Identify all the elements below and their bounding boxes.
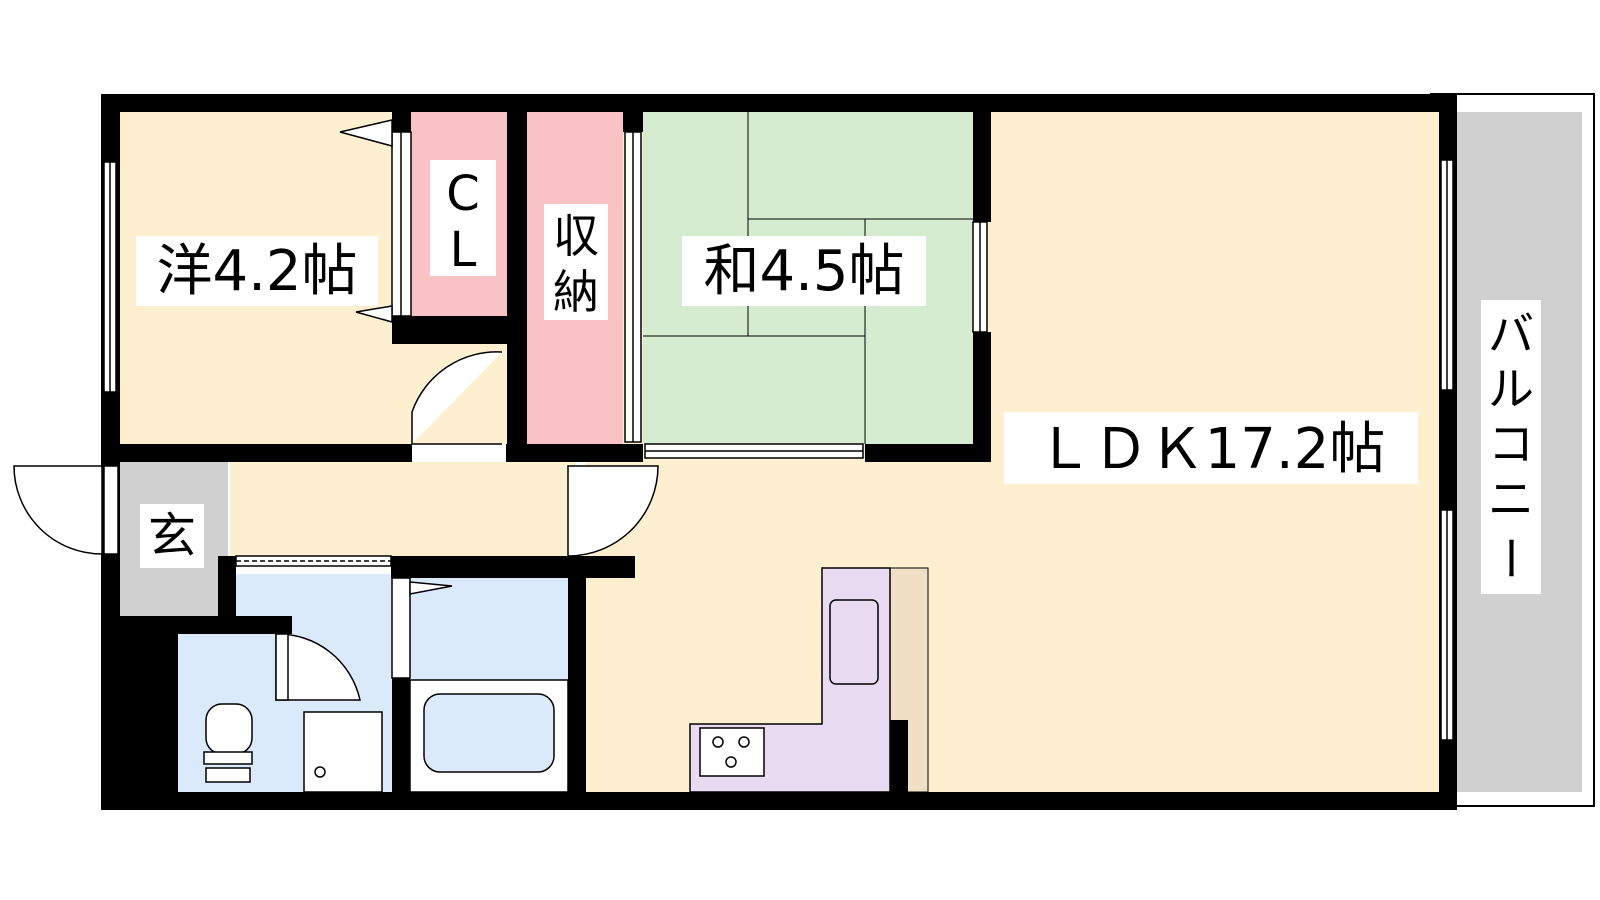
doors bbox=[13, 119, 659, 701]
balcony-label: バ ル コ ニ ー bbox=[1481, 300, 1541, 594]
balcony-char-4: ニ bbox=[1488, 472, 1534, 526]
entrance-label: 玄 bbox=[148, 508, 196, 564]
balcony-char-3: コ bbox=[1488, 417, 1534, 471]
washing-machine-icon bbox=[303, 711, 383, 793]
hallway-floor bbox=[230, 462, 576, 558]
balcony-char-1: バ bbox=[1488, 307, 1534, 361]
sink-icon bbox=[829, 599, 879, 685]
closet-label-c: C bbox=[446, 166, 480, 222]
windows bbox=[103, 131, 1454, 741]
kitchen-counter bbox=[689, 567, 891, 793]
balcony-char-5: ー bbox=[1483, 535, 1537, 581]
balcony-char-2: ル bbox=[1488, 362, 1534, 416]
closet-label-l: L bbox=[450, 222, 477, 278]
room-labels: 洋4.2帖 C L 収 納 和4.5帖 ＬＤＫ17.2帖 玄 バ ル コ ニ ー bbox=[136, 160, 1541, 594]
fixtures bbox=[203, 567, 891, 793]
ldk-label: ＬＤＫ17.2帖 bbox=[1037, 417, 1386, 482]
western-room-label: 洋4.2帖 bbox=[156, 239, 357, 304]
storage-label-2: 納 bbox=[553, 265, 599, 319]
japanese-room-label: 和4.5帖 bbox=[703, 239, 904, 304]
bathtub-icon bbox=[409, 679, 569, 793]
stove-icon bbox=[699, 727, 765, 777]
storage-label-1: 収 bbox=[553, 209, 599, 263]
toilet-icon bbox=[203, 703, 253, 783]
balcony bbox=[1430, 93, 1595, 807]
